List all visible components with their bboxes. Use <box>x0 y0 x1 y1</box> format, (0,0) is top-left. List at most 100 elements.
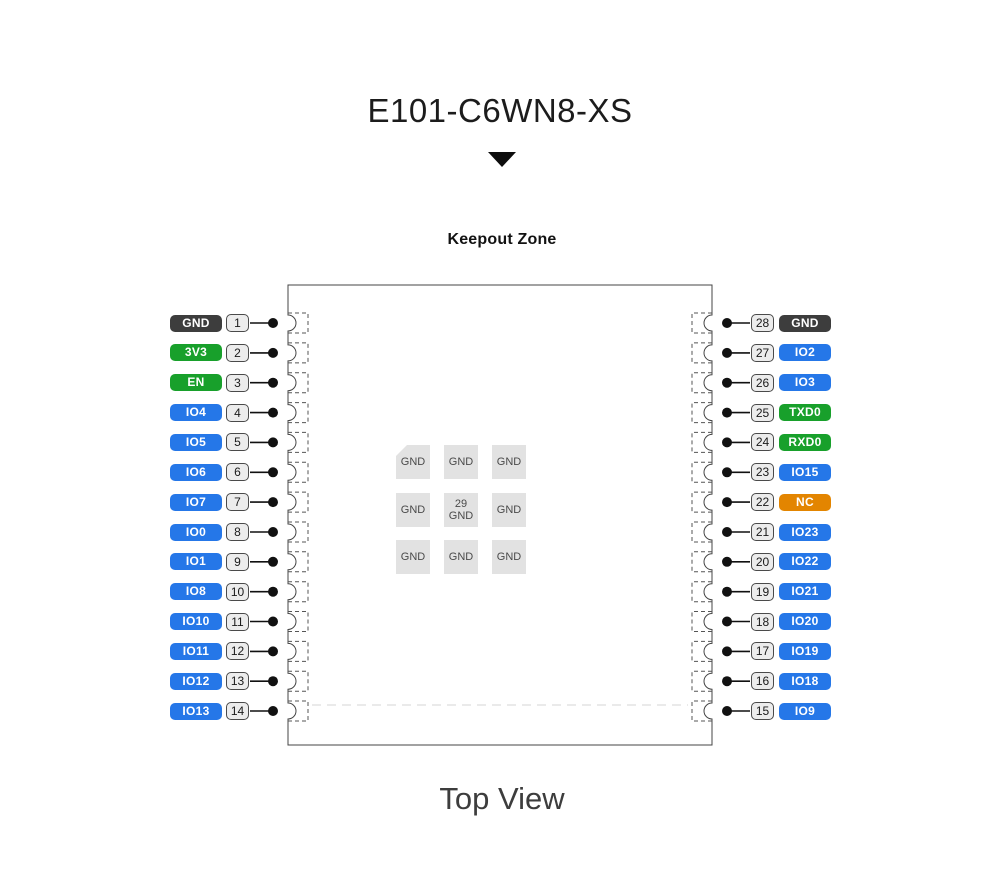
pin-number-box-3: 3 <box>226 373 249 392</box>
pin-dot <box>268 556 278 567</box>
pin-number-box-10: 10 <box>226 582 249 601</box>
pin-dot <box>722 437 732 448</box>
view-label: Top View <box>439 781 565 816</box>
pin-number-box-14: 14 <box>226 702 249 720</box>
pin-function-chip-io23: IO23 <box>779 523 831 541</box>
pin-dot <box>722 706 732 716</box>
module-title: E101-C6WN8-XS <box>367 92 633 129</box>
pin-function-chip-io22: IO22 <box>779 553 831 571</box>
pin-number-box-8: 8 <box>226 523 249 541</box>
pin-function-chip-io10: IO10 <box>170 613 222 630</box>
pin-function-chip-io1: IO1 <box>170 553 222 571</box>
pin-function-chip-io2: IO2 <box>779 344 831 362</box>
pin-dot <box>268 497 278 508</box>
pin-dot <box>268 616 278 627</box>
pin-number-box-7: 7 <box>226 493 249 512</box>
pin-function-chip-gnd: GND <box>170 314 222 332</box>
pin-function-chip-gnd: GND <box>779 314 831 332</box>
gnd-pad-label: GND <box>400 551 426 563</box>
gnd-pad: GND <box>492 445 526 479</box>
gnd-pad: GND <box>444 445 478 479</box>
pin-number-box-13: 13 <box>226 672 249 691</box>
pin-number-box-23: 23 <box>751 463 774 482</box>
pin-function-chip-io13: IO13 <box>170 702 222 720</box>
gnd-pad-number: 29 <box>454 498 468 510</box>
pin-function-chip-nc: NC <box>779 493 831 511</box>
gnd-pad-label: GND <box>448 510 474 522</box>
pin-function-chip-io9: IO9 <box>779 702 831 720</box>
pin-function-chip-io11: IO11 <box>170 642 222 660</box>
pin-number-box-15: 15 <box>751 702 774 720</box>
pin-dot <box>268 407 278 418</box>
gnd-pad: GND <box>492 493 526 527</box>
keepout-zone-label: Keepout Zone <box>447 231 557 248</box>
pin-number-box-1: 1 <box>226 314 249 332</box>
pin-number-box-16: 16 <box>751 672 774 691</box>
pin-dot <box>722 646 732 657</box>
pin-dot <box>722 497 732 508</box>
pin-function-chip-io0: IO0 <box>170 523 222 541</box>
castellation-dashed-pads <box>288 312 712 722</box>
gnd-pad: GND <box>396 540 430 574</box>
pin-number-box-24: 24 <box>751 433 774 452</box>
module-body-outline <box>287 284 713 746</box>
pin-dot <box>722 318 732 328</box>
pin-dot <box>722 676 732 687</box>
pin-number-box-2: 2 <box>226 343 249 362</box>
pin-number-box-4: 4 <box>226 403 249 422</box>
pin-dot <box>722 527 732 537</box>
gnd-pad-label: GND <box>496 504 522 516</box>
pin-dot <box>268 706 278 716</box>
gnd-pad-label: GND <box>496 551 522 563</box>
pin-dot <box>722 556 732 567</box>
pin-dot <box>268 646 278 657</box>
pin-function-chip-io20: IO20 <box>779 613 831 630</box>
pin-function-chip-txd0: TXD0 <box>779 404 831 422</box>
gnd-pad: GND <box>492 540 526 574</box>
pin-dot <box>722 616 732 627</box>
down-triangle-icon <box>488 152 516 167</box>
pin-dot <box>722 407 732 418</box>
pin-function-chip-io8: IO8 <box>170 583 222 601</box>
pin-function-chip-io3: IO3 <box>779 374 831 392</box>
pin-function-chip-rxd0: RXD0 <box>779 433 831 451</box>
pin-number-box-26: 26 <box>751 373 774 392</box>
pin-number-box-25: 25 <box>751 403 774 422</box>
pin-number-box-20: 20 <box>751 552 774 571</box>
gnd-pad-label: GND <box>448 551 474 563</box>
pin-number-box-9: 9 <box>226 552 249 571</box>
pin-function-chip-io6: IO6 <box>170 463 222 481</box>
gnd-pad: 29 GND <box>444 493 478 527</box>
pin-number-box-5: 5 <box>226 433 249 452</box>
pin-function-chip-io19: IO19 <box>779 642 831 660</box>
pin-number-box-11: 11 <box>226 612 249 631</box>
pin-number-box-21: 21 <box>751 523 774 541</box>
gnd-pad: GND <box>444 540 478 574</box>
pin-connector-lines <box>250 322 750 712</box>
pin-dot <box>722 586 732 597</box>
pin-dot <box>268 467 278 478</box>
gnd-pad: GND <box>396 493 430 527</box>
pin-function-chip-io12: IO12 <box>170 672 222 690</box>
pin-dot <box>722 467 732 478</box>
pin-number-box-22: 22 <box>751 493 774 512</box>
pin-dot <box>268 586 278 597</box>
pin-dot <box>268 347 278 358</box>
gnd-pad: GND <box>396 445 430 479</box>
pin-number-box-18: 18 <box>751 612 774 631</box>
pin-function-chip-io7: IO7 <box>170 493 222 511</box>
gnd-pad-label: GND <box>496 456 522 468</box>
pin-dot <box>268 527 278 537</box>
pin-function-chip-io15: IO15 <box>779 463 831 481</box>
pin-function-chip-3v3: 3V3 <box>170 344 222 362</box>
pin-number-box-17: 17 <box>751 642 774 661</box>
pin-dot <box>722 347 732 358</box>
pin-number-box-19: 19 <box>751 582 774 601</box>
pin-dot <box>268 437 278 448</box>
pin-function-chip-io5: IO5 <box>170 433 222 451</box>
pin-number-box-12: 12 <box>226 642 249 661</box>
pin-dot <box>268 377 278 388</box>
gnd-pad-label: GND <box>448 456 474 468</box>
